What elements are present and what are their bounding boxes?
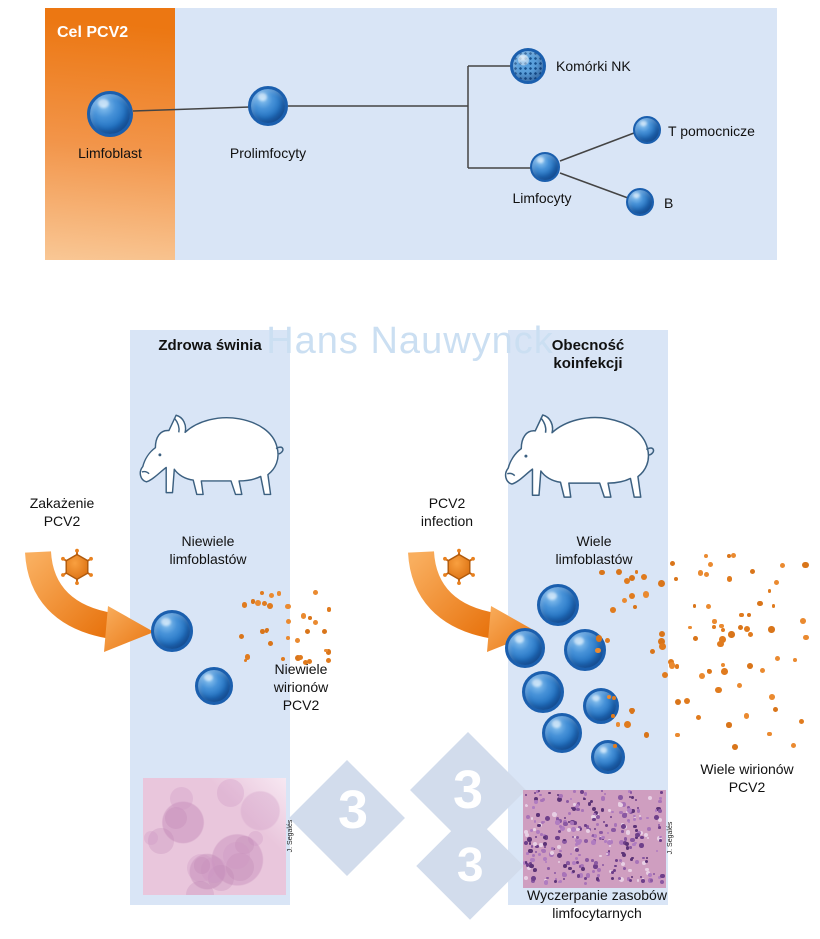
credit-label: J. Segalés [667, 821, 674, 855]
histology-image [143, 778, 286, 895]
coinfection-pig-drawing [504, 414, 655, 498]
t-helper-cell [633, 116, 661, 144]
infection-arrow-icon [408, 550, 537, 652]
t-helper-label: T pomocnicze [668, 123, 755, 139]
virus-icon [61, 548, 93, 586]
virion-dots [238, 590, 333, 665]
healthy-pig-drawing [139, 414, 284, 496]
b-label: B [664, 195, 674, 211]
lymphoblast-cell [505, 628, 545, 668]
healthy-lymphoblasts-label: Niewiele limfoblastów [169, 533, 247, 567]
virion-dots [595, 552, 815, 757]
coinfection-infection-label: PCV2 infection [420, 495, 474, 529]
nk-cell [510, 48, 546, 84]
healthy-virions-label: Niewiele wirionów PCV2 [273, 661, 329, 713]
coinfection-panel-title: Obecność koinfekcji [551, 337, 625, 372]
virus-icon [443, 548, 475, 586]
lymphoblast-cell [522, 671, 564, 713]
badge-digit: 3 [337, 779, 369, 840]
lymphoblast-cell [87, 91, 133, 137]
lymphocyte-cell [530, 152, 560, 182]
lymphoblast-cell [591, 740, 625, 774]
lymphoblast-cell [583, 688, 619, 724]
infection-arrow-icon [25, 550, 154, 652]
lymphoblast-cell [195, 667, 233, 705]
lymphoblast-label: Limfoblast [78, 145, 142, 161]
healthy-infection-label: Zakażenie PCV2 [29, 495, 95, 529]
nk-label: Komórki NK [556, 58, 631, 74]
watermark-text: Hans Nauwynck [266, 320, 554, 362]
prolymphocyte-cell [248, 86, 288, 126]
lymphoblast-cell [151, 610, 193, 652]
lymphoblast-cell [542, 713, 582, 753]
lymphoblast-cell [537, 584, 579, 626]
coinfection-lymphoblasts-label: Wiele limfoblastów [555, 533, 633, 567]
healthy-panel-title: Zdrowa świnia [158, 337, 262, 354]
credit-label: J. Segalés [287, 819, 294, 853]
badge-digit: 3 [456, 838, 484, 892]
histology-image [523, 790, 666, 888]
lymphocyte-label: Limfocyty [512, 190, 572, 206]
diamond-badge: 3 [289, 760, 405, 876]
top-panel-title: Cel PCV2 [57, 24, 129, 41]
depletion-caption: Wyczerpanie zasobów limfocytarnych [527, 887, 667, 921]
coinfection-virions-label: Wiele wirionów PCV2 [700, 761, 794, 795]
b-cell [626, 188, 654, 216]
prolymphocyte-label: Prolimfocyty [229, 145, 307, 161]
badge-digit: 3 [452, 759, 484, 820]
